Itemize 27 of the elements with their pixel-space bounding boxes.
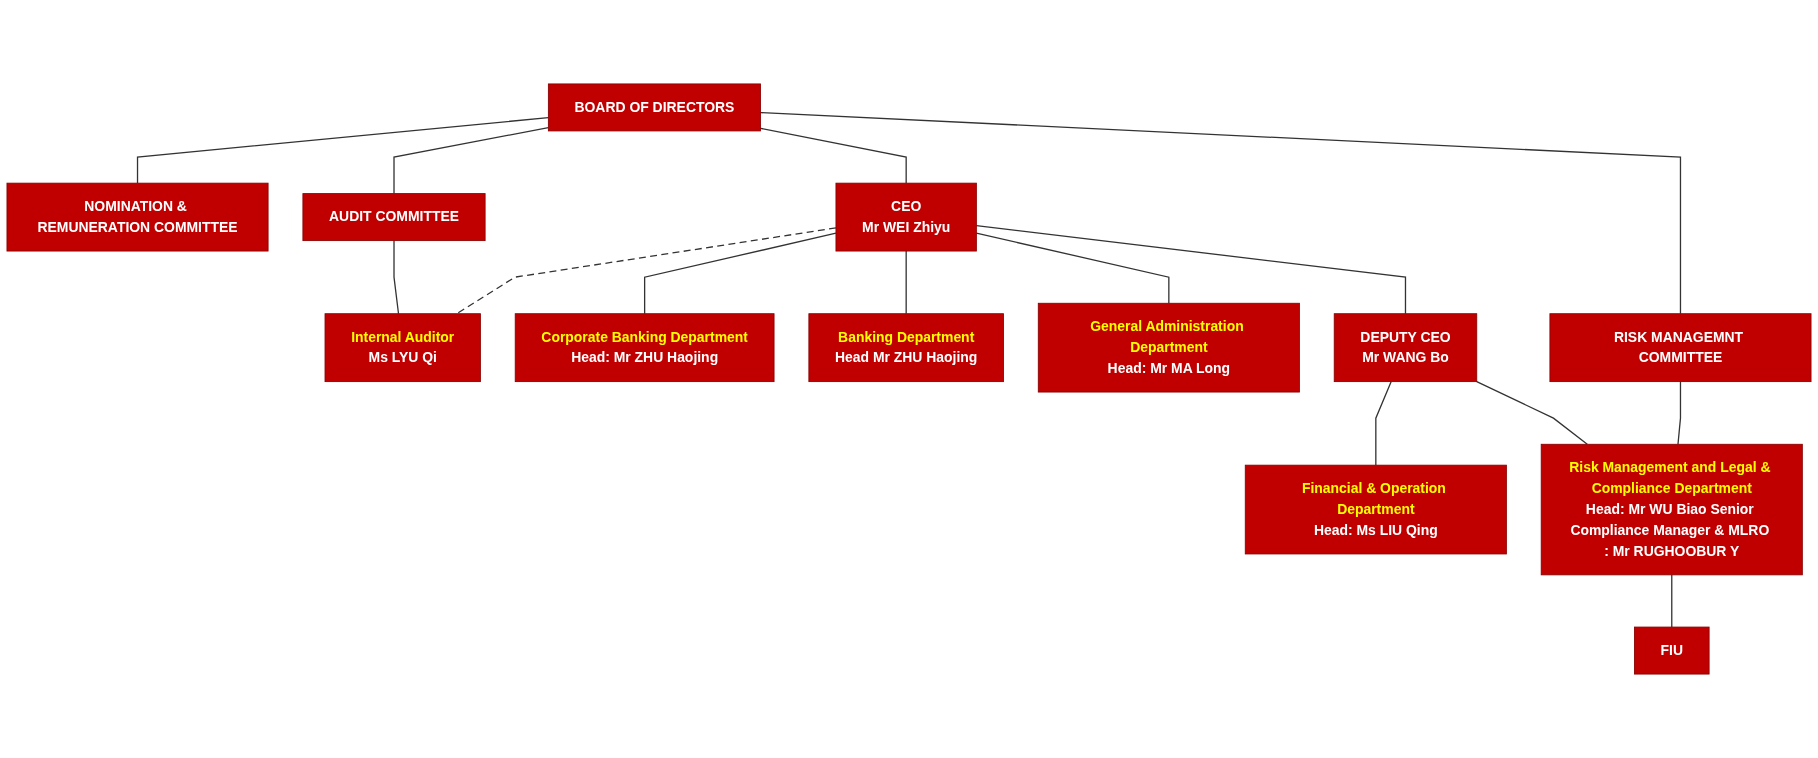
connector: [644, 232, 837, 315]
node-box: [1037, 302, 1300, 393]
node-box: [1634, 626, 1710, 675]
connector: [1677, 380, 1682, 445]
node-box: [1549, 313, 1812, 383]
node-box: [547, 83, 761, 132]
node-box: [808, 313, 1004, 383]
connector: [393, 127, 550, 195]
node-box: [324, 313, 481, 383]
connector: [975, 224, 1407, 315]
connector: [136, 116, 550, 184]
connector: [1476, 380, 1588, 445]
node-box: [302, 193, 486, 242]
connector: [1671, 574, 1673, 628]
node-box: [1333, 313, 1478, 383]
node-box: [6, 182, 269, 252]
connector: [759, 111, 1682, 315]
connector: [1375, 380, 1392, 466]
connector: [759, 127, 907, 184]
connector: [905, 250, 907, 315]
connector: [975, 232, 1170, 304]
connector: [456, 227, 837, 315]
node-box: [835, 182, 977, 252]
node-box: [1244, 464, 1507, 555]
connector: [393, 239, 400, 315]
node-box: [514, 313, 775, 383]
node-box: [1540, 443, 1803, 576]
